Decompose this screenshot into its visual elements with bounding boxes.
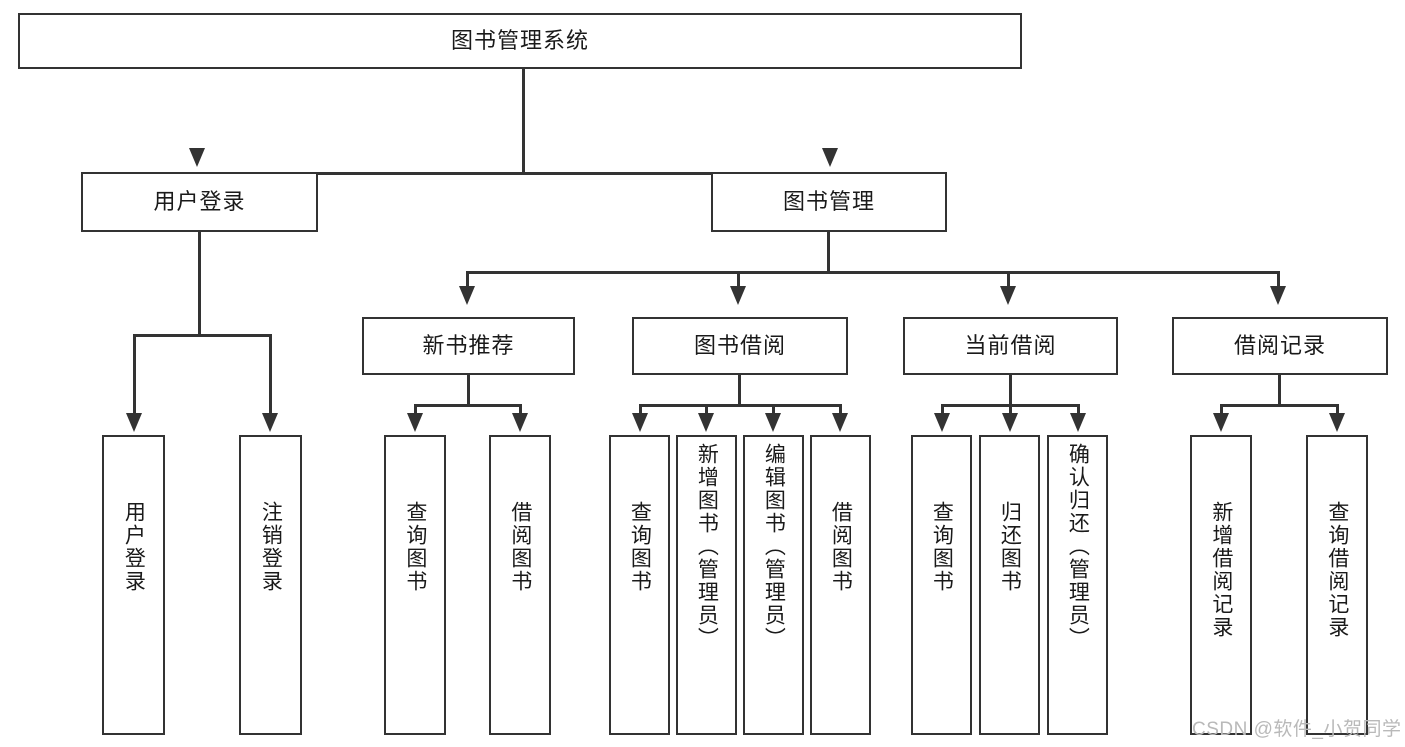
arrow-to-leaf-logout — [262, 413, 278, 432]
arrow-to-leaf-return-book — [1002, 413, 1018, 432]
node-leaf-add-book[interactable]: 新增图书（管理员） — [676, 435, 737, 735]
node-current-borrow[interactable]: 当前借阅 — [903, 317, 1118, 375]
connector-bm-to-borrow-record — [1277, 271, 1280, 287]
node-leaf-return-book-label: 归还图书 — [998, 501, 1022, 593]
connector-bb-2 — [705, 404, 708, 418]
connector-bb-3 — [772, 404, 775, 418]
node-leaf-borrow-book-1[interactable]: 借阅图书 — [489, 435, 551, 735]
node-leaf-logout-label: 注销登录 — [259, 501, 283, 593]
arrow-to-leaf-add-book — [698, 413, 714, 432]
connector-book-manage-stem — [827, 232, 830, 274]
node-leaf-query-book-2[interactable]: 查询图书 — [609, 435, 670, 735]
connector-user-login-bus — [133, 334, 270, 337]
node-book-manage[interactable]: 图书管理 — [711, 172, 947, 232]
connector-newbook-right — [519, 404, 522, 418]
connector-borrowrecord-stem — [1278, 375, 1281, 407]
connector-br-2 — [1336, 404, 1339, 418]
node-leaf-query-book-3[interactable]: 查询图书 — [911, 435, 972, 735]
node-leaf-logout[interactable]: 注销登录 — [239, 435, 302, 735]
arrow-to-current-borrow — [1000, 286, 1016, 305]
node-new-book-rec[interactable]: 新书推荐 — [362, 317, 575, 375]
arrow-to-leaf-query-book-2 — [632, 413, 648, 432]
arrow-to-leaf-edit-book — [765, 413, 781, 432]
node-leaf-borrow-book-2[interactable]: 借阅图书 — [810, 435, 871, 735]
connector-bookborrow-bus — [639, 404, 842, 407]
connector-book-manage-bus — [466, 271, 1280, 274]
arrow-to-leaf-borrow-book-1 — [512, 413, 528, 432]
node-book-borrow[interactable]: 图书借阅 — [632, 317, 848, 375]
node-leaf-confirm-return[interactable]: 确认归还（管理员） — [1047, 435, 1108, 735]
connector-br-1 — [1220, 404, 1223, 418]
connector-bb-4 — [839, 404, 842, 418]
arrow-to-leaf-query-record — [1329, 413, 1345, 432]
connector-user-login-left — [133, 334, 136, 418]
node-leaf-add-record[interactable]: 新增借阅记录 — [1190, 435, 1252, 735]
node-leaf-query-book-1[interactable]: 查询图书 — [384, 435, 446, 735]
connector-bm-to-book-borrow — [737, 271, 740, 287]
connector-cb-3 — [1077, 404, 1080, 418]
node-leaf-query-book-2-label: 查询图书 — [628, 501, 652, 593]
node-leaf-add-book-label: 新增图书（管理员） — [695, 443, 719, 650]
node-leaf-query-book-1-label: 查询图书 — [403, 501, 427, 593]
connector-currentborrow-stem — [1009, 375, 1012, 407]
node-leaf-add-record-label: 新增借阅记录 — [1209, 501, 1233, 639]
connector-user-login-stem — [198, 232, 201, 336]
node-leaf-edit-book-label: 编辑图书（管理员） — [762, 443, 786, 650]
node-leaf-confirm-return-label: 确认归还（管理员） — [1066, 443, 1090, 650]
node-borrow-record-label: 借阅记录 — [1233, 332, 1326, 358]
node-leaf-query-record[interactable]: 查询借阅记录 — [1306, 435, 1368, 735]
arrow-root-to-book-manage — [822, 148, 838, 167]
node-leaf-return-book[interactable]: 归还图书 — [979, 435, 1040, 735]
connector-borrowrecord-bus — [1220, 404, 1339, 407]
connector-bm-to-new-book — [466, 271, 469, 287]
node-leaf-query-record-label: 查询借阅记录 — [1325, 501, 1349, 639]
connector-root-bus — [196, 172, 832, 175]
node-root-label: 图书管理系统 — [450, 27, 589, 53]
node-book-manage-label: 图书管理 — [782, 188, 875, 214]
connector-bookborrow-stem — [738, 375, 741, 407]
node-current-borrow-label: 当前借阅 — [964, 332, 1057, 358]
connector-newbook-left — [414, 404, 417, 418]
node-leaf-borrow-book-2-label: 借阅图书 — [829, 501, 853, 593]
arrow-to-new-book-rec — [459, 286, 475, 305]
arrow-root-to-user-login — [189, 148, 205, 167]
arrow-to-leaf-user-login — [126, 413, 142, 432]
connector-newbook-stem — [467, 375, 470, 407]
node-leaf-query-book-3-label: 查询图书 — [930, 501, 954, 593]
connector-bb-1 — [639, 404, 642, 418]
node-borrow-record[interactable]: 借阅记录 — [1172, 317, 1388, 375]
arrow-to-leaf-confirm-return — [1070, 413, 1086, 432]
node-leaf-edit-book[interactable]: 编辑图书（管理员） — [743, 435, 804, 735]
arrow-to-leaf-borrow-book-2 — [832, 413, 848, 432]
node-leaf-borrow-book-1-label: 借阅图书 — [508, 501, 532, 593]
node-leaf-user-login-label: 用户登录 — [122, 501, 146, 593]
node-book-borrow-label: 图书借阅 — [693, 332, 786, 358]
arrow-to-leaf-add-record — [1213, 413, 1229, 432]
arrow-to-book-borrow — [730, 286, 746, 305]
node-user-login[interactable]: 用户登录 — [81, 172, 318, 232]
arrow-to-leaf-query-book-1 — [407, 413, 423, 432]
arrow-to-borrow-record — [1270, 286, 1286, 305]
connector-user-login-right — [269, 334, 272, 418]
node-root[interactable]: 图书管理系统 — [18, 13, 1022, 69]
node-leaf-user-login[interactable]: 用户登录 — [102, 435, 165, 735]
arrow-to-leaf-query-book-3 — [934, 413, 950, 432]
node-user-login-label: 用户登录 — [153, 188, 246, 214]
node-new-book-rec-label: 新书推荐 — [422, 332, 515, 358]
connector-bm-to-current-borrow — [1007, 271, 1010, 287]
connector-cb-2 — [1009, 404, 1012, 418]
connector-newbook-bus — [414, 404, 522, 407]
connector-cb-1 — [941, 404, 944, 418]
connector-root-stem — [522, 68, 525, 174]
